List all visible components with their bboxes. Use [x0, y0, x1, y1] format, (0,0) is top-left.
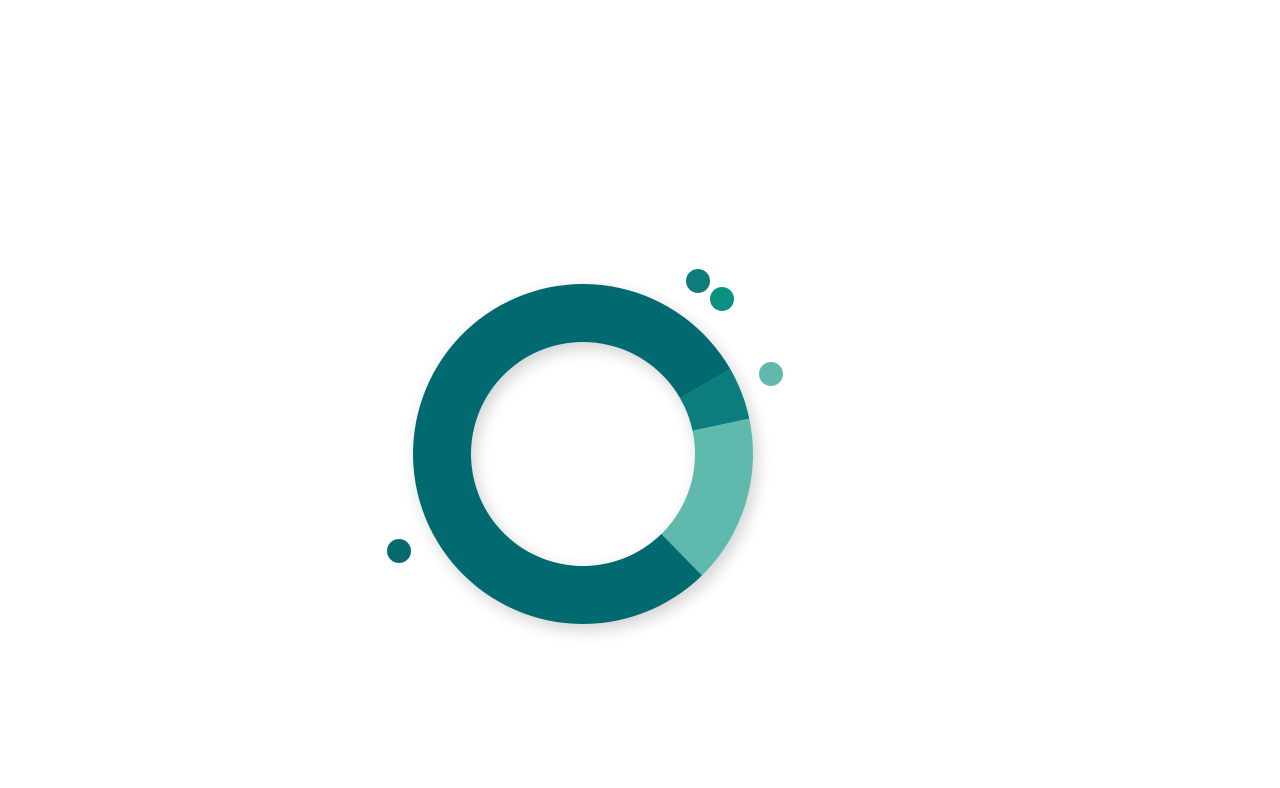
legend-marker-1	[686, 269, 710, 293]
donut-slice-2	[661, 418, 753, 576]
legend-marker-2	[759, 362, 783, 386]
legend-markers	[387, 269, 783, 563]
donut-slice-3	[413, 283, 731, 624]
donut-slice-1	[679, 369, 750, 431]
legend-marker-3	[387, 539, 411, 563]
legend-marker-extra	[710, 287, 734, 311]
donut-slices	[413, 283, 753, 624]
